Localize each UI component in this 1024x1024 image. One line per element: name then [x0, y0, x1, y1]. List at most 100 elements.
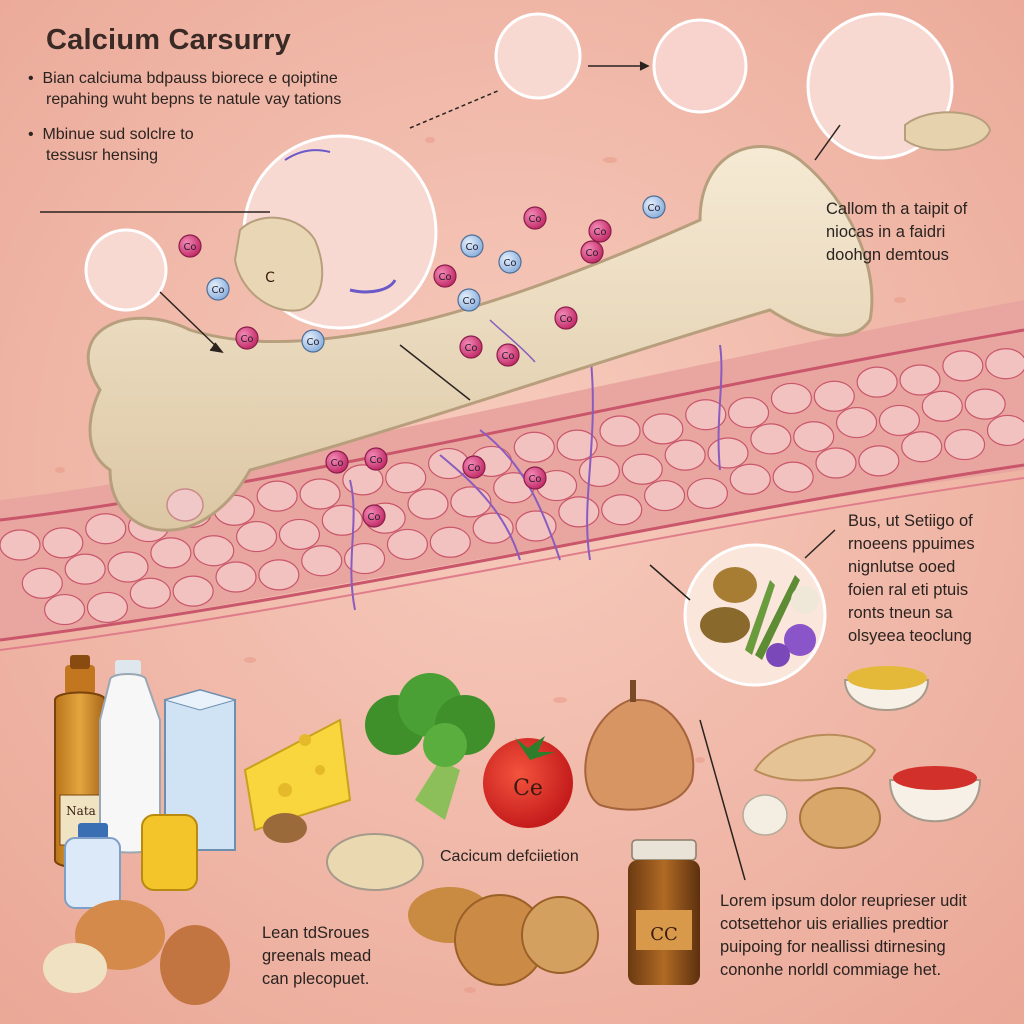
tissue-cell [664, 439, 706, 471]
bullet-dot-icon: • [28, 70, 34, 87]
pastries [408, 887, 599, 986]
calcium-ion-label: Co [593, 227, 606, 238]
supplement-label: CC [650, 924, 678, 945]
bottle-label: Nata [66, 804, 96, 818]
calcium-ion-label: Co [503, 258, 516, 269]
grain-dish [326, 833, 424, 891]
lorem-note-line: Lorem ipsum dolor reuprieser udit [720, 892, 967, 910]
calcium-ion [235, 326, 259, 350]
tissue-cell [556, 429, 598, 461]
tissue-cell [727, 396, 770, 429]
zoom-circle-osteoblast [233, 134, 438, 330]
greens-note-line: greenals mead [262, 947, 372, 965]
calcium-ion-label: Co [330, 458, 343, 469]
vegetable-note-line: rnoeens ppuimes [848, 535, 975, 553]
tissue-cell [386, 528, 429, 561]
tissue-cell [301, 545, 343, 577]
calcium-ion [178, 234, 202, 258]
bullet-2: • Mbinue sud solclre to tessusr hensing [28, 124, 194, 166]
bullet-1-line-1: Bian calciuma bdpauss biorece e qoiptine [42, 70, 338, 87]
calcium-ion-label: Co [585, 248, 598, 259]
potatoes [43, 900, 230, 1005]
calcium-ion [523, 206, 547, 230]
bullet-1: • Bian calciuma bdpauss biorece e qoipti… [28, 68, 341, 110]
tissue-cell [0, 529, 41, 561]
tissue-cell [429, 526, 471, 558]
bread-loaf [753, 733, 877, 782]
tissue-cell [921, 390, 963, 422]
garlic [742, 794, 788, 836]
calcium-ion-label: Co [528, 474, 541, 485]
tissue-cell [878, 404, 921, 437]
tissue-cell [943, 428, 986, 461]
tissue-cell [985, 348, 1024, 380]
tissue-cell [258, 559, 300, 591]
calcium-ion-label: Co [465, 242, 478, 253]
calcium-ion [325, 450, 349, 474]
tissue-cell [107, 551, 149, 583]
calcium-ion-label: Co [240, 334, 253, 345]
tissue-cell [129, 577, 171, 609]
tissue-cell [407, 488, 449, 520]
tissue-cell [793, 421, 835, 453]
tissue-cell [686, 477, 729, 510]
tissue-cell [86, 591, 129, 624]
cheese [243, 718, 352, 832]
zoom-circle-top-mid [652, 18, 748, 114]
honey-jar [141, 814, 198, 891]
tissue-cell [770, 382, 813, 415]
beans-bowl [888, 766, 982, 823]
tomato-label: Ce [513, 776, 543, 801]
tissue-cell [578, 455, 621, 488]
tissue-cell [42, 527, 84, 559]
tissue-cell [193, 535, 235, 567]
cell-label: C [265, 270, 275, 286]
bullet-2-line-2: tessusr hensing [46, 147, 159, 164]
calcium-ion [498, 250, 522, 274]
calcium-ion [580, 240, 604, 264]
calcium-ion-label: Co [306, 337, 319, 348]
tissue-cell [385, 462, 427, 494]
tissue-cell [558, 496, 600, 528]
tissue-cell [513, 431, 555, 463]
milk-carton [163, 688, 237, 851]
calcium-ion [364, 447, 388, 471]
calcium-ion [301, 329, 325, 353]
vegetable-note-line: foien ral eti ptuis [848, 581, 969, 599]
tissue-cell [299, 478, 341, 510]
tissue-cells [0, 348, 1024, 626]
tissue-cell [813, 380, 855, 412]
tissue-cell [150, 537, 192, 569]
tissue-cell [986, 414, 1024, 447]
bullet-2-line-1: Mbinue sud solclre to [42, 126, 194, 143]
tissue-cell [450, 486, 492, 518]
vegetable-note: Bus, ut Setiigo of rnoeens ppuimes nignl… [848, 510, 975, 648]
tissue-cell [642, 413, 684, 445]
calcium-ion-label: Co [647, 203, 660, 214]
supplement-jar [628, 839, 700, 985]
calcium-ion-label: Co [528, 214, 541, 225]
calcium-ion-label: Co [438, 272, 451, 283]
calcium-ion-label: Co [559, 314, 572, 325]
calcium-ion [462, 455, 486, 479]
tissue-cell [685, 399, 727, 431]
calcium-ion [362, 504, 386, 528]
right-note: Callom th a taipit of niocas in a faidri… [826, 198, 967, 267]
water-bottle [64, 823, 121, 909]
tissue-cell [707, 437, 749, 469]
bullet-dot-icon: • [28, 126, 34, 143]
right-note-line: niocas in a faidri [826, 223, 946, 241]
lorem-note-line: cononhe norldl commiage het. [720, 961, 942, 979]
tissue-cell [256, 480, 298, 512]
zoom-circle-vegetables [683, 543, 827, 687]
fig [584, 680, 695, 811]
calcium-ion-label: Co [462, 296, 475, 307]
zoom-circle-left [84, 228, 168, 312]
lorem-note: Lorem ipsum dolor reuprieser udit cotset… [720, 890, 967, 982]
tissue-layer [0, 300, 1024, 651]
calcium-ion-label: Co [501, 351, 514, 362]
right-note-line: doohgn demtous [826, 246, 949, 264]
tissue-cell [64, 553, 106, 585]
tissue-cell [342, 464, 384, 496]
tissue-cell [278, 518, 321, 551]
